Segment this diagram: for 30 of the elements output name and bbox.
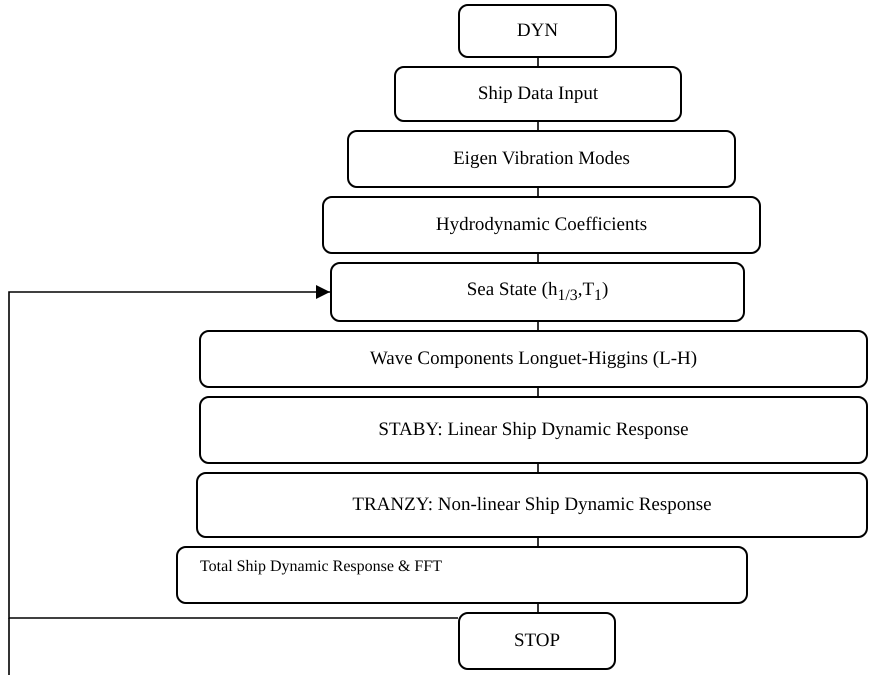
process-box xyxy=(196,472,868,538)
box-label: STABY: Linear Ship Dynamic Response xyxy=(378,419,689,441)
connector xyxy=(537,254,539,262)
box-label: Eigen Vibration Modes xyxy=(453,148,630,170)
process-box xyxy=(458,4,617,58)
connector xyxy=(537,538,539,546)
box-label: STOP xyxy=(514,630,560,652)
connector xyxy=(537,122,539,130)
connector xyxy=(537,58,539,66)
connector xyxy=(537,464,539,472)
process-box xyxy=(394,66,682,122)
box-label: Ship Data Input xyxy=(478,83,598,105)
connector xyxy=(537,322,539,330)
process-box xyxy=(322,196,761,254)
process-box xyxy=(199,396,868,464)
process-box xyxy=(347,130,736,188)
process-box xyxy=(199,330,868,388)
connector xyxy=(537,388,539,396)
process-box xyxy=(176,546,748,604)
box-label: DYN xyxy=(516,20,558,42)
box-label: Wave Components Longuet-Higgins (L-H) xyxy=(370,348,698,370)
box-label: Sea State (h$_{1/3}$,T$_{1}$) xyxy=(466,279,608,305)
connector xyxy=(537,188,539,196)
process-box xyxy=(330,262,745,322)
connector xyxy=(8,285,458,619)
box-label: Total Ship Dynamic Response & FFT xyxy=(200,558,442,576)
box-label: Hydrodynamic Coefficients xyxy=(436,214,648,236)
connector xyxy=(537,604,539,612)
box-label: TRANZY: Non-linear Ship Dynamic Response xyxy=(352,494,712,516)
process-box xyxy=(458,612,616,670)
